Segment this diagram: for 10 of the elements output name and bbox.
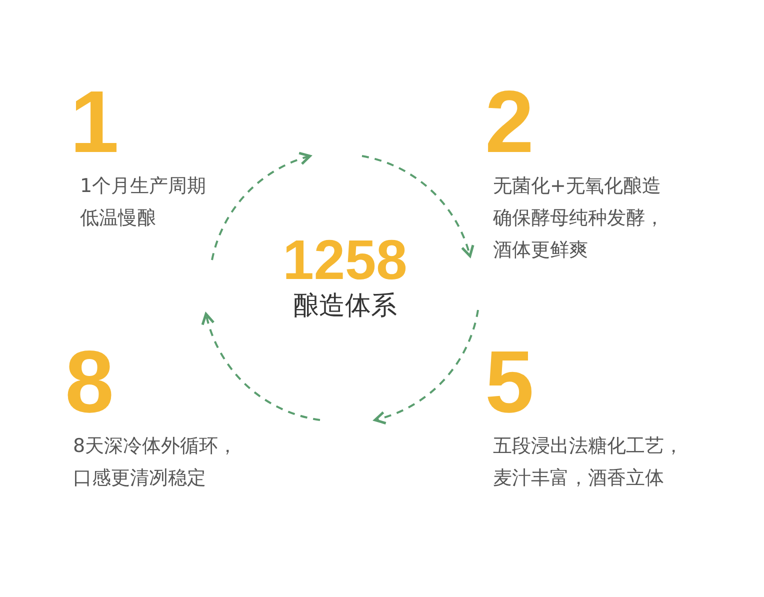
description-text: 8天深冷体外循环，口感更清冽稳定 (73, 434, 238, 491)
description-text: 1个月生产周期低温慢酿 (80, 174, 208, 231)
step-number: 2 (485, 78, 534, 166)
step-number: 1258 (282, 232, 408, 288)
step-number: 5 (485, 338, 534, 426)
description-text: 酿造体系 (292, 290, 398, 323)
description-text: 五段浸出法糖化工艺，麦汁丰富，酒香立体 (493, 434, 684, 491)
step-number: 1 (70, 78, 119, 166)
description-text: 无菌化+无氧化酿造确保酵母纯种发酵，酒体更鲜爽 (493, 174, 665, 263)
step-number: 8 (65, 338, 114, 426)
